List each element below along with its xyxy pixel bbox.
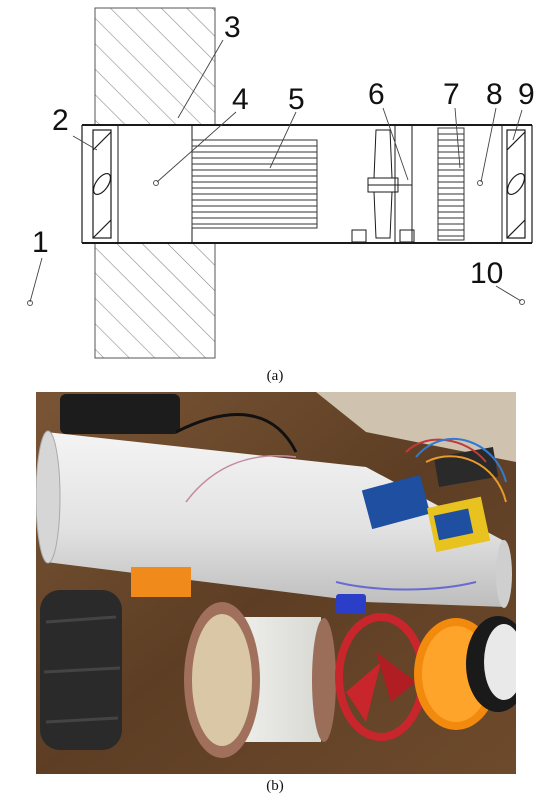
callout-8: 8 [486,78,503,111]
blue-clamp [336,594,366,614]
callout-1: 1 [32,226,49,259]
power-cable [175,413,298,453]
callout-7: 7 [443,78,460,111]
left-fan [92,129,112,239]
callout-2: 2 [52,104,69,137]
callout-5: 5 [288,83,305,116]
callout-9: 9 [518,78,535,111]
pipe-support [131,567,191,597]
callout-10: 10 [470,257,503,290]
wall [94,7,216,359]
prototype-photo [36,392,516,774]
thermocouple-wire [185,455,297,503]
right-fan [506,129,526,239]
heat-exchanger [191,139,318,229]
schematic-diagram: 1 2 3 4 5 6 7 8 9 10 [27,7,535,359]
caption-a: (a) [266,368,284,384]
caption-b: (b) [266,778,284,794]
main-pipe [36,430,512,608]
leader-lines [29,39,523,303]
damper-mechanism [351,125,415,243]
heat-accumulator [437,127,465,241]
taped-fan [40,590,122,750]
electronics [335,438,507,591]
power-adapter [60,394,180,434]
callout-6: 6 [368,78,385,111]
callout-4: 4 [232,83,249,116]
callout-3: 3 [224,11,241,44]
floor-tiles [316,392,516,462]
measure-point-8 [477,180,483,186]
mesh-sleeve [184,602,336,758]
end-fan [466,616,516,712]
